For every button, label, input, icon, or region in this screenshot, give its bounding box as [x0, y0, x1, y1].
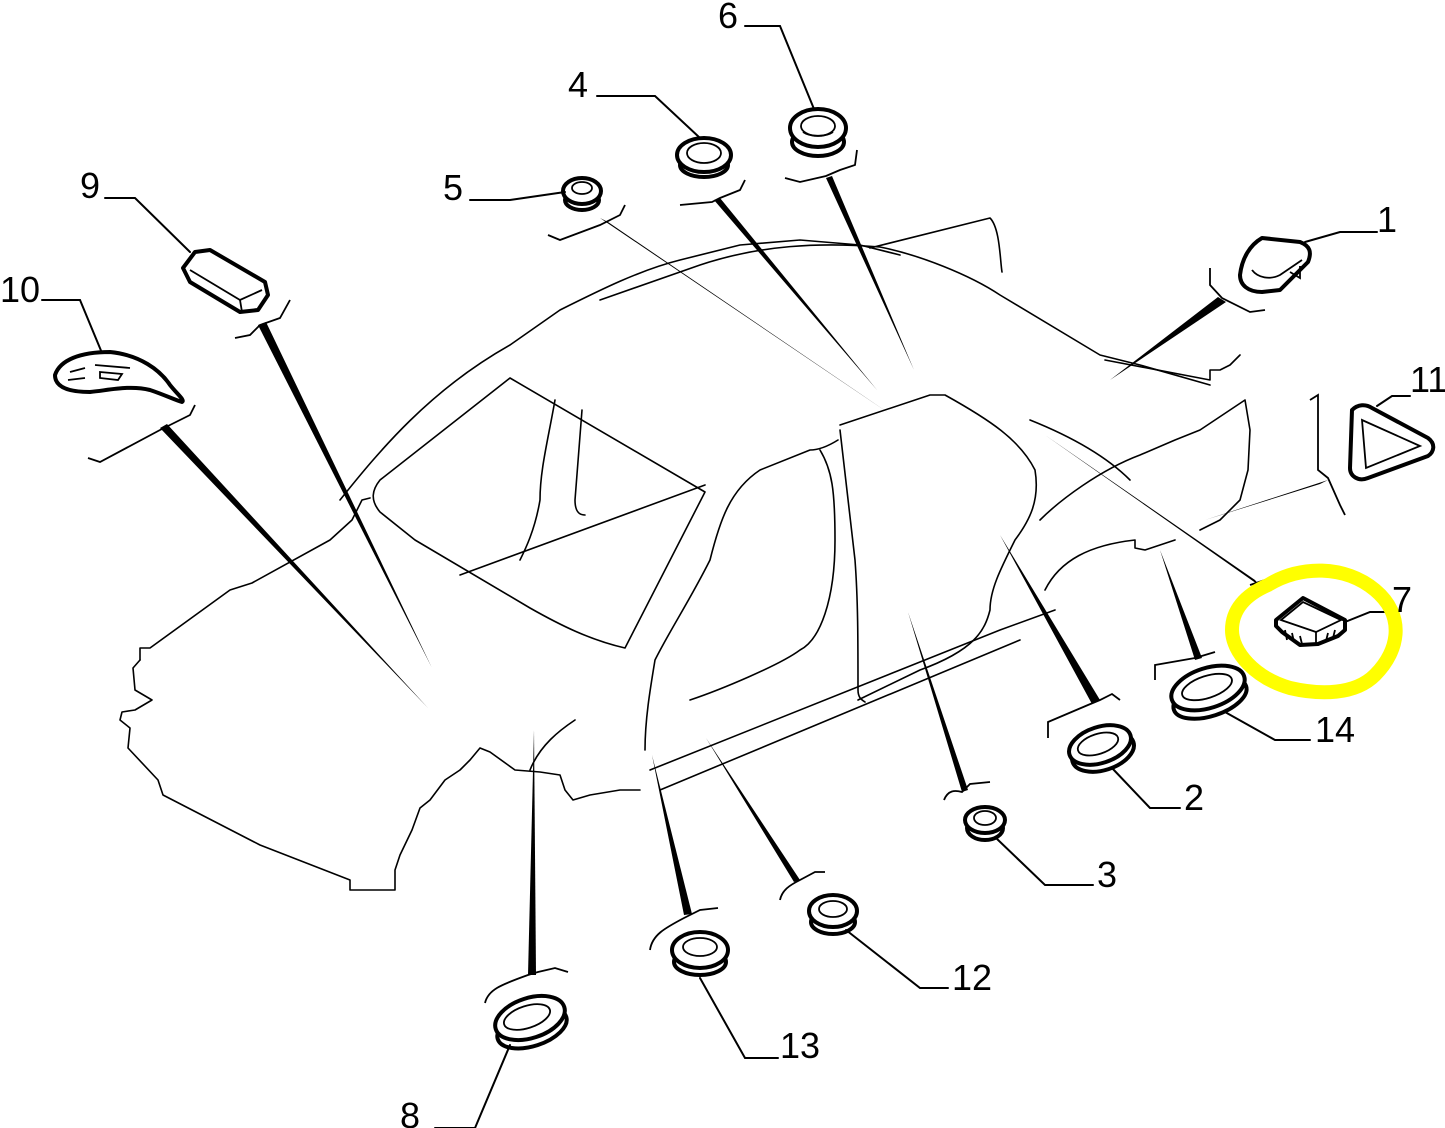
pointer-wedges — [87, 149, 1346, 1004]
label-1: 1 — [1377, 199, 1397, 240]
label-13: 13 — [780, 1025, 820, 1066]
part-7-square-clip[interactable] — [1274, 596, 1386, 647]
part-14-oval-plug[interactable] — [1166, 657, 1252, 727]
label-4: 4 — [568, 64, 588, 105]
part-10-curved-pad[interactable] — [53, 350, 185, 404]
part-6-ring-grommet[interactable] — [788, 107, 848, 158]
label-5: 5 — [443, 167, 463, 208]
part-9-rect-plug[interactable] — [181, 248, 270, 314]
label-2: 2 — [1184, 777, 1204, 818]
label-11: 11 — [1410, 359, 1445, 400]
highlight-circle — [1224, 563, 1403, 700]
part-4-round-plug[interactable] — [675, 136, 733, 179]
label-6: 6 — [718, 0, 738, 36]
label-8: 8 — [400, 1095, 420, 1128]
label-14: 14 — [1315, 709, 1355, 750]
part-5-round-plug[interactable] — [561, 176, 603, 212]
part-12-round-plug[interactable] — [807, 893, 859, 936]
label-9: 9 — [80, 165, 100, 206]
label-12: 12 — [952, 957, 992, 998]
part-8-oval-plug[interactable] — [490, 988, 572, 1056]
part-13-round-plug[interactable] — [670, 930, 730, 977]
part-1-wedge-cap[interactable] — [1238, 236, 1312, 294]
label-10: 10 — [0, 269, 40, 310]
car-body-outline — [119, 217, 1251, 891]
label-7: 7 — [1392, 579, 1412, 620]
part-3-round-plug[interactable] — [963, 805, 1007, 842]
label-3: 3 — [1097, 854, 1117, 895]
part-11-triangle-grommet[interactable] — [1348, 395, 1436, 482]
part-2-oval-plug[interactable] — [1064, 718, 1139, 779]
label-leaders — [41, 25, 1378, 1128]
